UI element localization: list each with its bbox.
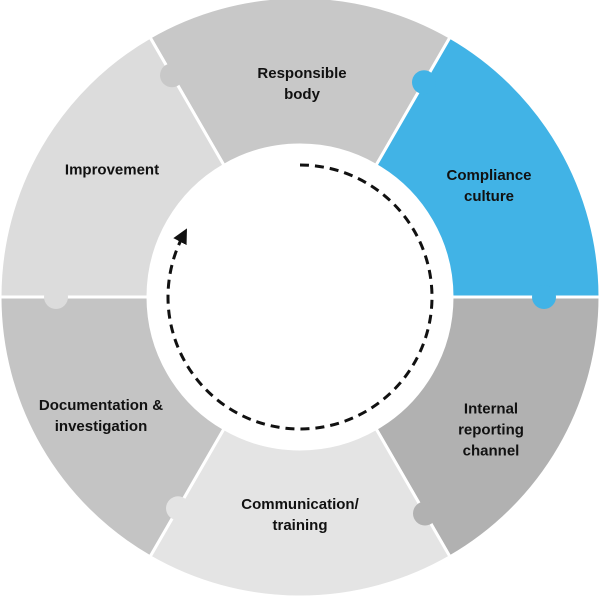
segment-label-communication-training: Communication/training (241, 496, 359, 534)
cycle-arrow-icon (166, 163, 434, 431)
segment-label-improvement: Improvement (64, 161, 160, 179)
puzzle-tab-2 (532, 285, 556, 309)
center-hole (148, 145, 452, 449)
puzzle-tab-0 (160, 63, 184, 88)
puzzle-tab-5 (44, 285, 68, 309)
puzzle-tab-4 (166, 496, 190, 521)
puzzle-tab-1 (412, 70, 436, 95)
puzzle-tabs-layer (44, 63, 556, 526)
puzzle-tab-3 (413, 501, 437, 526)
segment-label-documentation-investigation: Documentation &investigation (38, 397, 164, 435)
